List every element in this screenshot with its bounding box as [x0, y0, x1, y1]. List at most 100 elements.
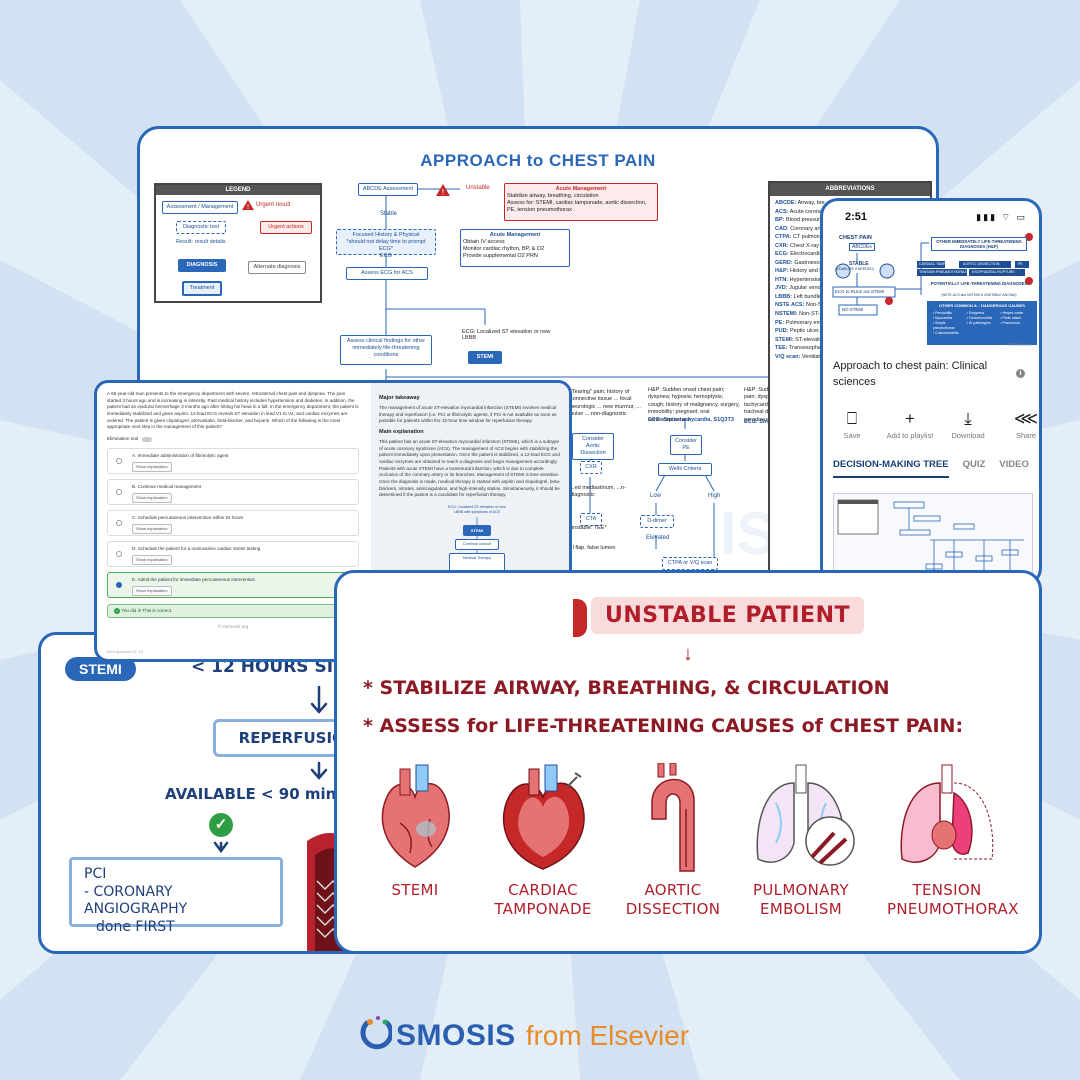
abbr-value: Coronary arte... — [790, 225, 829, 232]
major-takeaway-title: Major takeaway — [379, 395, 420, 401]
elimination-toggle[interactable] — [142, 436, 153, 442]
aorta-icon — [651, 763, 695, 872]
elimination-label: Elimination tool — [107, 435, 139, 441]
legend-alternate: Alternate diagnosis — [248, 261, 306, 274]
action-download-button[interactable]: ⤓Download — [939, 407, 997, 440]
abbreviation-row: HTN: Hypertension — [775, 276, 925, 285]
thumb-cause-item: • Empyema — [966, 311, 985, 315]
chest-pain-thumbnail[interactable]: CHEST PAIN ABCDEs STABLE (STABILIZE if N… — [829, 231, 1039, 349]
acute-mgmt-title: Acute Management — [555, 186, 607, 192]
acute-management-unstable-box: Acute Management Stabilize airway, breat… — [504, 183, 658, 221]
action-share-button[interactable]: ⋘Share — [997, 407, 1039, 440]
copyright-footer: © Osmosis.org — [217, 624, 249, 630]
radio-button[interactable] — [116, 550, 122, 557]
abbreviation-row: TEE: Transesopha... — [775, 344, 925, 353]
answer-options: A. Immediate administration of fibrinoly… — [107, 447, 359, 598]
radio-button[interactable] — [116, 581, 122, 588]
wells-low: Low — [650, 493, 662, 499]
warning-icon: ! — [242, 200, 254, 211]
option-letter: E. — [132, 576, 137, 582]
abbr-value: Blood pressur... — [786, 217, 825, 224]
thumb-other-immediate: OTHER IMMEDIATELY LIFE-THREATENING DIAGN… — [931, 237, 1027, 251]
pci-box: PCI - CORONARY ANGIOGRAPHY done FIRST — [69, 857, 283, 935]
thumb-ecg-rule: ECG to RULE out STEMI — [835, 289, 885, 294]
stemi-arrows — [213, 685, 328, 854]
cxr-result: ...ed mediastinum, ...n-diagnostic — [570, 485, 626, 499]
svg-text:!: ! — [247, 203, 250, 210]
abbr-key: PUD: — [775, 328, 789, 335]
legend-box: LEGEND Assessment / Management ! Urgent … — [154, 183, 322, 303]
thumb-cause-item: • Simple pneumothorax — [933, 321, 955, 331]
decision-tree-preview[interactable] — [833, 493, 1033, 583]
heart-icon — [381, 764, 450, 868]
answer-option[interactable]: C. Schedule percutaneous intervention wi… — [107, 509, 359, 536]
answer-option[interactable]: D. Schedule the patient for a noninvasiv… — [107, 540, 359, 567]
mini-stemi: STEMI — [463, 524, 491, 536]
thumb-cause-item: • Myocarditis — [933, 316, 953, 321]
answer-option[interactable]: E. Admit the patient for immediate percu… — [107, 571, 359, 598]
pe-ecg: ECG: Sinus tachycardia, S1Q3T3 — [648, 417, 734, 423]
cause-line: PNEUMOTHORAX — [887, 899, 1019, 918]
action-add-to-playlist-button[interactable]: +Add to playlist — [881, 407, 939, 440]
thumb-nste: (NSTE-ACS aka NSTEMI & UNSTABLE ANGINA) — [941, 293, 1017, 297]
abbreviation-row: ACS: Acute corona... — [775, 208, 925, 217]
assess-ecg-node: Assess ECG for ACS — [346, 267, 428, 280]
thumb-cause-item: • Pneumonia — [1000, 321, 1020, 326]
show-explanation-button[interactable]: Show explanation — [132, 462, 172, 473]
option-text: Admit the patient for immediate percutan… — [137, 576, 256, 582]
action-label: Download — [951, 431, 985, 440]
abbr-value: Hypertension — [789, 276, 823, 283]
abbr-value: Peptic ulcer... — [789, 328, 824, 335]
assess-clinical-findings-node: Assess clinical findings for other immed… — [340, 335, 432, 365]
acute-mgmt2-item: Provide supplemental O2 PRN — [463, 252, 538, 259]
brand-subtitle: from Elsevier — [525, 1020, 690, 1051]
thumb-stabilize: (STABILIZE if NEEDED) — [835, 267, 874, 271]
acute-mgmt2-item: Monitor cardiac rhythm, BP, & O2 — [463, 245, 545, 252]
abbr-value: Jugular veno... — [789, 285, 826, 292]
check-circle-icon: ✓ — [114, 607, 120, 614]
info-icon[interactable]: i — [1016, 369, 1025, 378]
legend-diagnosis: DIAGNOSIS — [178, 259, 226, 272]
abbr-value: Transesopha... — [788, 345, 826, 352]
tab-decision-making-tree[interactable]: DECISION-MAKING TREE — [833, 459, 949, 478]
action-save-button[interactable]: ⎕Save — [823, 407, 881, 440]
d-dimer-elevated: Elevated — [646, 535, 670, 541]
show-explanation-button[interactable]: Show explanation — [132, 555, 172, 566]
question-panel: A 55-year-old man presents to the emerge… — [97, 383, 369, 659]
legend-diagnostic-test: Diagnostic test — [176, 221, 226, 234]
abbr-key: JVD: — [775, 285, 788, 292]
thumb-cause-item: • Pericarditis — [933, 311, 952, 315]
show-explanation-button[interactable]: Show explanation — [132, 524, 172, 535]
show-explanation-button[interactable]: Show explanation — [132, 586, 172, 597]
option-letter: A. — [132, 452, 137, 458]
radio-button[interactable] — [116, 457, 122, 464]
assess-bullet: * ASSESS for LIFE-THREATENING CAUSES of … — [363, 715, 964, 737]
cause-line: DISSECTION — [625, 899, 721, 918]
pci-title: PCI — [84, 866, 107, 882]
brand-name: SMOSIS — [396, 1019, 516, 1052]
radio-button[interactable] — [116, 519, 122, 526]
unstable-patient-title: UNSTABLE PATIENT — [591, 597, 864, 634]
abbreviation-row: PUD: Peptic ulcer... — [775, 327, 925, 336]
pe-findings: H&P: Sudden onset chest pain; dyspnea; h… — [648, 387, 740, 423]
cta-node: CTA — [580, 513, 602, 526]
answer-option[interactable]: A. Immediate administration of fibrinoly… — [107, 447, 359, 474]
mini-ecg: ECG: Localized ST elevation or new LBBB … — [448, 504, 506, 515]
main-explanation-text: This patient has an acute ST-elevation m… — [379, 438, 561, 498]
action-label: Save — [843, 431, 861, 440]
abbreviation-row: V/Q scan: Ventilat... — [775, 353, 925, 362]
thumb-abcdes: ABCDEs — [849, 243, 875, 251]
elimination-tool[interactable]: Elimination tool — [107, 436, 359, 443]
cause-label: STEMI — [355, 881, 475, 900]
abbreviation-row: STEMI: ST-elevati... — [775, 336, 925, 345]
legend-title: LEGEND — [156, 185, 320, 195]
tab-video[interactable]: VIDEO — [999, 459, 1029, 470]
tab-quiz[interactable]: QUIZ — [962, 459, 986, 470]
thumb-tension: TENSION PNEUMOTHORAX — [919, 270, 967, 274]
radio-button[interactable] — [116, 488, 122, 495]
option-letter: B. — [132, 483, 137, 489]
show-explanation-button[interactable]: Show explanation — [132, 493, 172, 504]
abbr-key: PE: — [775, 319, 785, 326]
